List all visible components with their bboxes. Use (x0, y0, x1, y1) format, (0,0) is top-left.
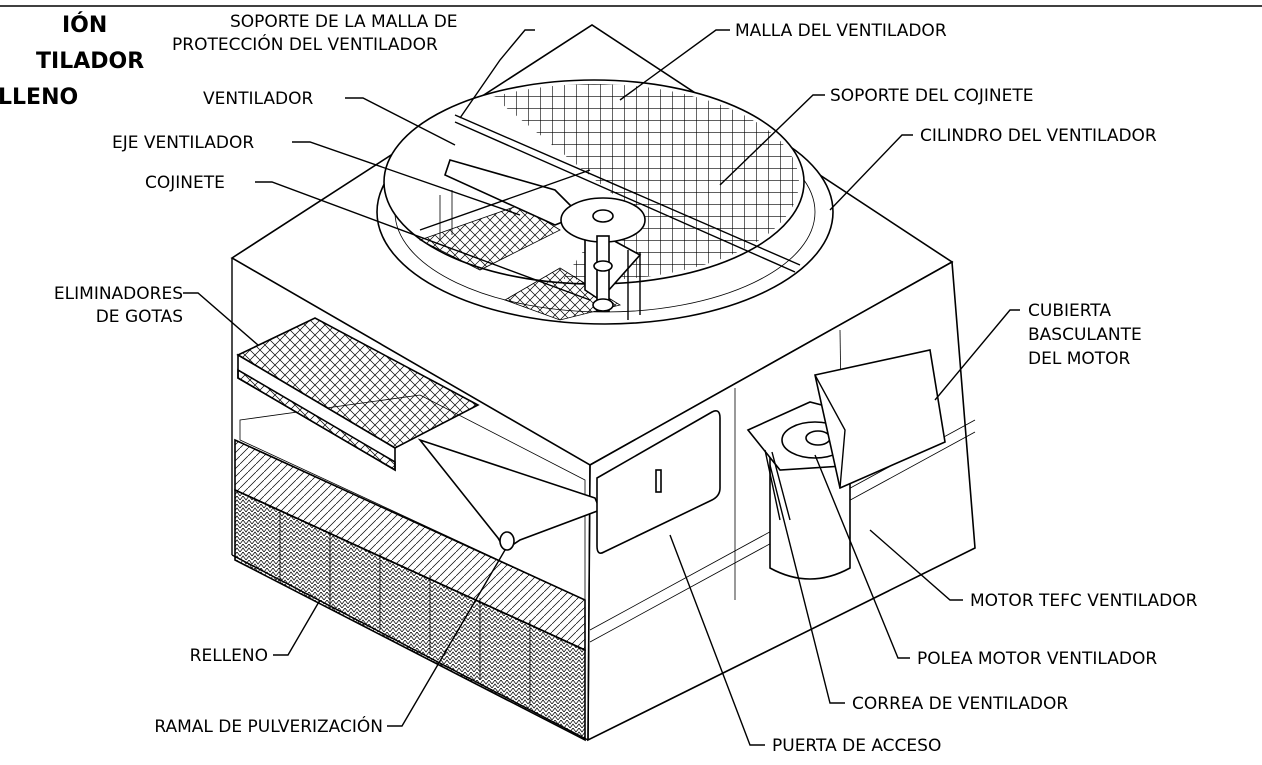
label-cubierta-line2: BASCULANTE (1028, 325, 1142, 345)
fill-media-divisions (279, 510, 531, 705)
label-eje: EJE VENTILADOR (112, 133, 254, 153)
fan-guard-grid (460, 84, 799, 280)
inner-fill-left (418, 204, 561, 271)
fan-hub-center (592, 209, 614, 223)
guard-support-tube (454, 114, 801, 273)
bearing-lower (592, 298, 614, 312)
title-line-2: TILADOR (36, 49, 144, 74)
leader-motor (869, 529, 963, 601)
drift-eliminators (236, 317, 480, 472)
label-ramal: RAMAL DE PULVERIZACIÓN (154, 715, 383, 737)
motor-pulley-hub (805, 430, 831, 446)
label-eliminadores-line1: ELIMINADORES (54, 284, 183, 304)
label-soporte-cojinete: SOPORTE DEL COJINETE (830, 86, 1033, 106)
leader-cilindro (829, 134, 913, 211)
fill-media-upper (234, 438, 586, 652)
label-relleno: RELLENO (190, 646, 268, 666)
fan-assembly (376, 79, 834, 325)
leader-eliminadores (183, 292, 259, 346)
access-door-handle (655, 469, 662, 493)
bearing-upper (593, 260, 613, 272)
guard-support-tube-2 (419, 169, 591, 231)
leader-eje (292, 141, 521, 216)
label-soporte-malla-line1: SOPORTE DE LA MALLA DE (230, 12, 458, 32)
leader-ramal (387, 549, 506, 727)
fill-media (234, 394, 586, 742)
leader-ventilador (345, 97, 456, 146)
leader-cubierta (934, 309, 1020, 401)
bearing-support-legs (627, 250, 641, 320)
title-line-3: LLENO (0, 85, 78, 110)
label-ventilador: VENTILADOR (203, 89, 313, 109)
leader-relleno (273, 599, 321, 656)
motor-assembly (746, 349, 946, 580)
callout-labels: SOPORTE DE LA MALLA DE PROTECCIÓN DEL VE… (54, 12, 1198, 756)
spray-branch (417, 438, 602, 552)
fan-belt (764, 449, 791, 521)
leader-malla (619, 29, 730, 101)
label-cilindro: CILINDRO DEL VENTILADOR (920, 126, 1157, 146)
leader-lines (183, 29, 1020, 746)
leader-puerta (669, 534, 765, 746)
leader-correa (769, 464, 845, 704)
label-soporte-malla-line2: PROTECCIÓN DEL VENTILADOR (172, 33, 438, 55)
leader-cojinete (255, 181, 591, 301)
label-motor: MOTOR TEFC VENTILADOR (970, 591, 1198, 611)
label-puerta: PUERTA DE ACCESO (772, 736, 941, 756)
inner-bracket (439, 190, 453, 240)
label-eliminadores-line2: DE GOTAS (96, 307, 183, 327)
label-cubierta-line3: DEL MOTOR (1028, 349, 1131, 369)
inner-fill-bottom (504, 267, 622, 321)
eliminator-edge (237, 368, 396, 472)
label-correa: CORREA DE VENTILADOR (852, 694, 1068, 714)
spray-branch-pipe (417, 438, 602, 552)
label-malla: MALLA DEL VENTILADOR (735, 21, 947, 41)
label-cojinete: COJINETE (145, 173, 225, 193)
title-block: IÓN TILADOR LLENO (0, 12, 144, 110)
leader-polea (814, 454, 910, 659)
label-polea: POLEA MOTOR VENTILADOR (917, 649, 1157, 669)
title-line-1: IÓN (62, 12, 107, 38)
access-door (596, 410, 721, 554)
spray-branch-cap (499, 531, 515, 551)
leader-soporte-cojinete (719, 94, 825, 186)
label-cubierta-line1: CUBIERTA (1028, 301, 1111, 321)
motor-tilting-cover (814, 349, 946, 490)
leader-soporte-malla (459, 29, 535, 119)
motor-cover-fold (814, 374, 846, 489)
